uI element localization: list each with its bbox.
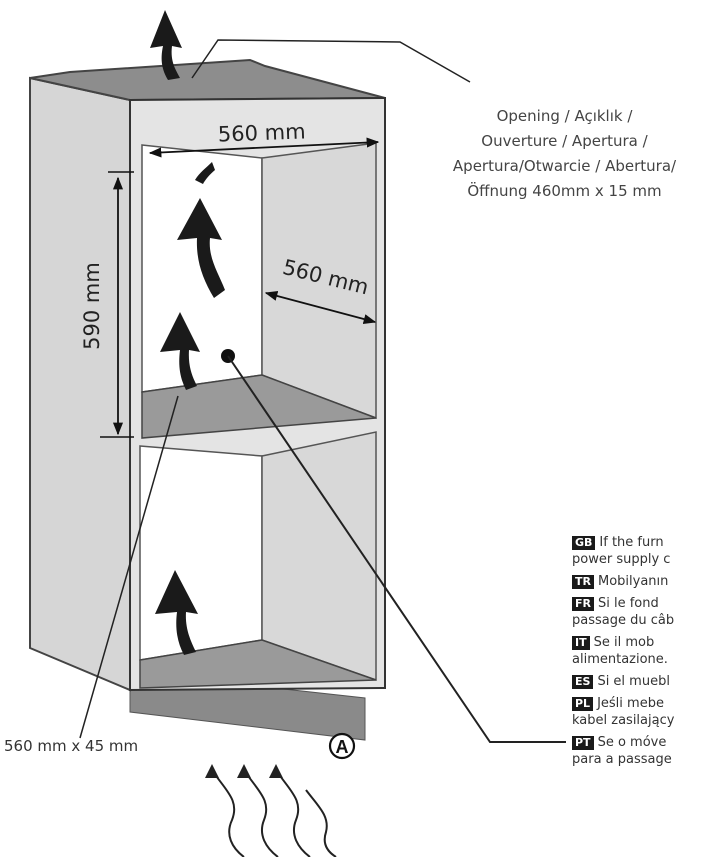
callout-a-letter: A	[336, 737, 349, 757]
incoming-air-arrowheads	[205, 764, 283, 778]
leader-line-top-opening	[191, 39, 471, 83]
cabinet-left-side	[29, 76, 131, 692]
lower-cavity-back	[139, 445, 263, 661]
lang-badge-gb: GB	[572, 536, 596, 550]
incoming-arrowhead-2	[237, 764, 251, 778]
lang-badge-pt: PT	[572, 736, 594, 750]
incoming-air-line-3	[275, 769, 311, 857]
note-text: power supply c	[572, 552, 671, 567]
opening-label-line: Opening / Açıklık /	[496, 107, 633, 125]
lower-cavity-right-wall	[261, 431, 377, 682]
lang-badge-fr: FR	[572, 597, 594, 611]
note-text: alimentazione.	[572, 652, 668, 667]
lang-badge-es: ES	[572, 675, 594, 689]
incoming-arrowhead-3	[269, 764, 283, 778]
dim-line-width-top	[148, 137, 380, 158]
airflow-arrow-upper-cavity-mid	[177, 198, 225, 298]
dim-text-bottom-opening: 560 mm x 45 mm	[4, 737, 138, 755]
note-text: Si el muebl	[597, 674, 670, 689]
callout-a-circle	[328, 732, 356, 760]
opening-label: Opening / Açıklık / Ouverture / Apertura…	[412, 104, 707, 204]
airflow-arrow-upper-cavity-low	[160, 312, 200, 390]
note-text: Jeśli mebe	[597, 696, 664, 711]
note-text: Se o móve	[597, 735, 667, 750]
leader-line-bottom-opening	[79, 395, 179, 739]
note-text: para a passage	[572, 752, 672, 767]
bottom-shelf	[139, 639, 377, 689]
leader-line-cable-entry	[227, 355, 566, 743]
note-text: If the furn	[599, 535, 664, 550]
airflow-up-arrows	[150, 10, 225, 655]
opening-label-line: Apertura/Otwarcie / Abertura/	[452, 157, 677, 175]
lang-badge-it: IT	[572, 636, 590, 650]
opening-label-line: Öffnung 460mm x 15 mm	[467, 182, 662, 200]
incoming-arrowhead-1	[205, 764, 219, 778]
dim-text-height: 590 mm	[80, 262, 104, 350]
note-text: Se il mob	[593, 635, 655, 650]
airflow-arrow-top	[150, 10, 182, 80]
note-text: Si le fond	[597, 596, 659, 611]
note-text: passage du câb	[572, 613, 675, 628]
incoming-air-line-4	[305, 789, 337, 857]
dim-text-width-top: 560 mm	[218, 119, 306, 146]
note-text: Mobilyanın	[597, 574, 669, 589]
opening-label-line: Ouverture / Apertura /	[481, 132, 648, 150]
note-text: kabel zasilający	[572, 713, 675, 728]
dim-line-depth	[264, 291, 377, 324]
incoming-air-line-1	[211, 769, 245, 857]
incoming-air-lines	[211, 769, 337, 857]
middle-shelf	[141, 374, 377, 439]
airflow-arrow-lower-cavity	[155, 570, 198, 655]
incoming-air-line-2	[243, 769, 279, 857]
airflow-arrow-upper-cavity-top	[195, 162, 215, 184]
lang-badge-tr: TR	[572, 575, 594, 589]
lang-badge-pl: PL	[572, 697, 594, 711]
